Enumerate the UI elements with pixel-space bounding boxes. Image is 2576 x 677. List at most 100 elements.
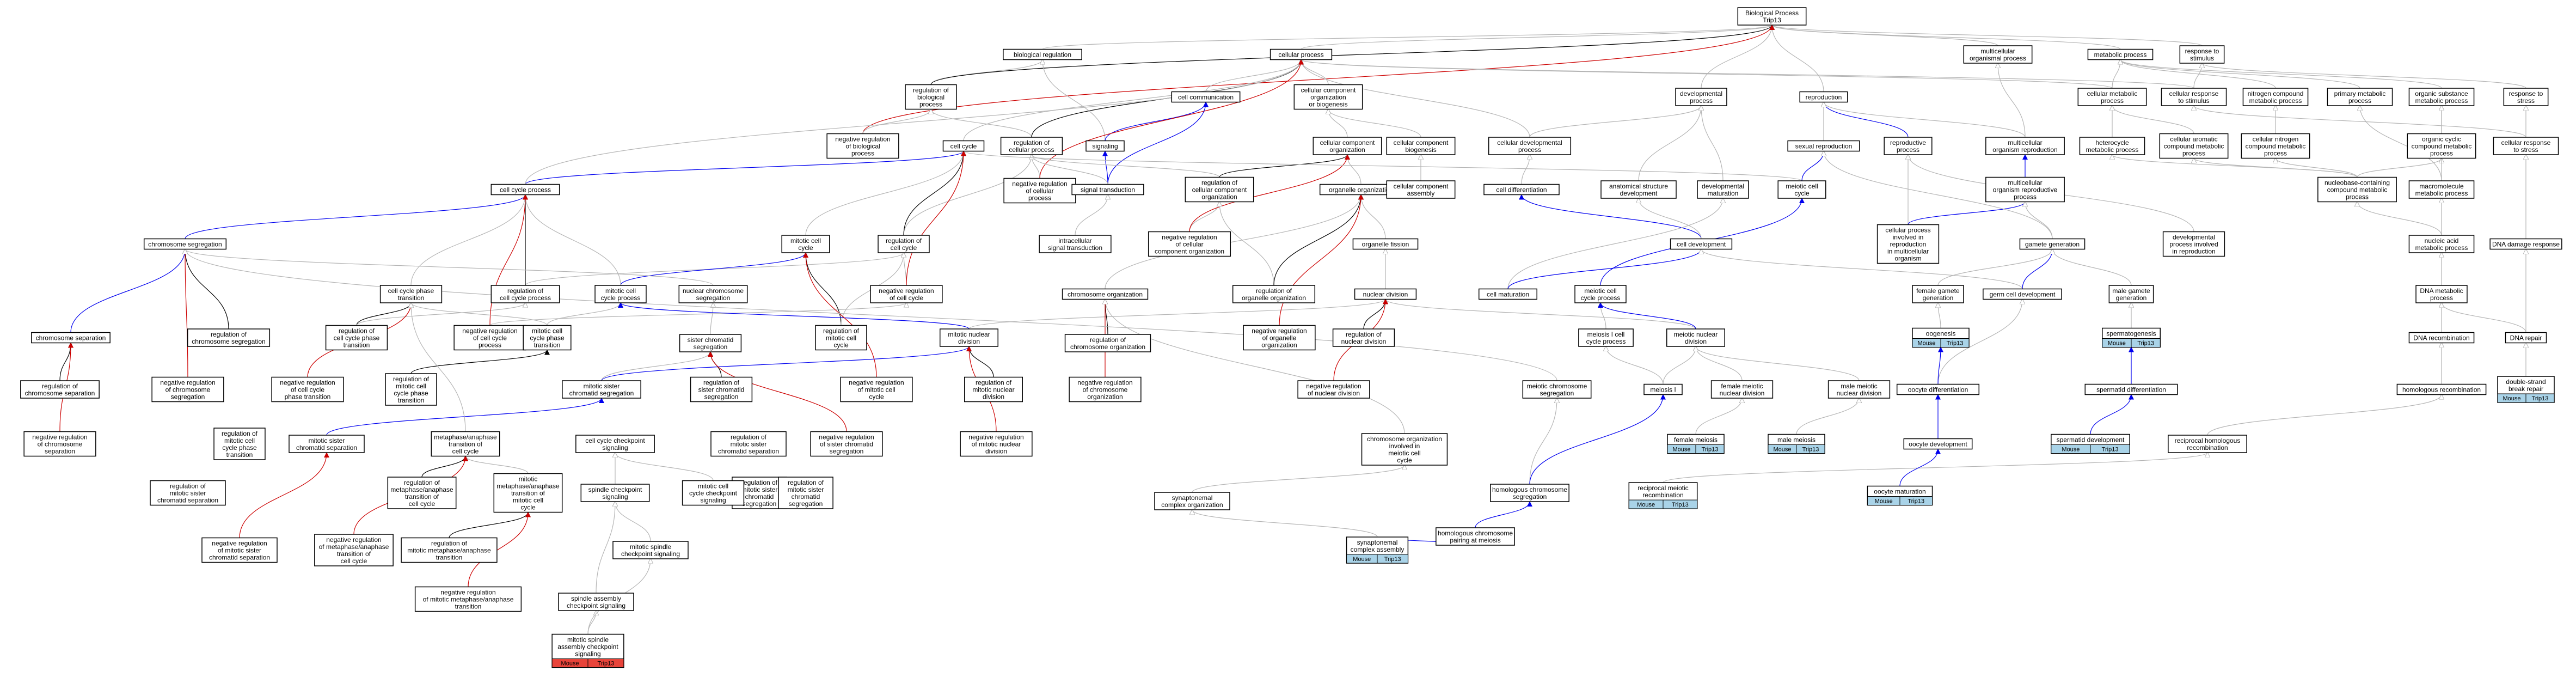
- go-term-organelle-fission[interactable]: organelle fission: [1352, 238, 1419, 250]
- go-term-spermatid-differentiation[interactable]: spermatid differentiation: [2084, 383, 2178, 395]
- go-term-regulation-of-metaphase-anaphase-transition[interactable]: regulation ofmetaphase/anaphasetransitio…: [387, 477, 457, 509]
- go-term-oocyte-differentiation[interactable]: oocyte differentiation: [1896, 383, 1980, 395]
- go-term-reproduction[interactable]: reproduction: [1799, 91, 1848, 103]
- go-term-cell-cycle[interactable]: cell cycle: [942, 140, 985, 152]
- go-term-dna-damage-response[interactable]: DNA damage response: [2489, 238, 2562, 250]
- go-term-dna-repair[interactable]: DNA repair: [2505, 332, 2547, 344]
- go-term-chromosome-separation[interactable]: chromosome separation: [31, 332, 111, 344]
- go-term-cell-development[interactable]: cell development: [1670, 238, 1733, 250]
- go-term-cellular-process[interactable]: cellular process: [1269, 48, 1333, 60]
- go-term-homologous-recombination[interactable]: homologous recombination: [2396, 383, 2487, 395]
- go-term-signal-transduction[interactable]: signal transduction: [1071, 184, 1144, 196]
- go-term-nuclear-division[interactable]: nuclear division: [1354, 288, 1417, 300]
- go-term-chromosome-segregation[interactable]: chromosome segregation: [143, 238, 227, 250]
- go-term-metabolic-process[interactable]: metabolic process: [2087, 48, 2154, 60]
- go-term-meiosis-i[interactable]: meiosis I: [1643, 383, 1683, 395]
- go-term-sexual-reproduction[interactable]: sexual reproduction: [1787, 140, 1860, 152]
- go-term-cell-differentiation[interactable]: cell differentiation: [1483, 184, 1560, 196]
- go-term-cell-maturation[interactable]: cell maturation: [1479, 288, 1537, 300]
- go-term-chromosome-organization[interactable]: chromosome organization: [1062, 288, 1149, 300]
- go-term-dna-recombination[interactable]: DNA recombination: [2408, 332, 2475, 344]
- go-term-cell-communication[interactable]: cell communication: [1171, 91, 1241, 103]
